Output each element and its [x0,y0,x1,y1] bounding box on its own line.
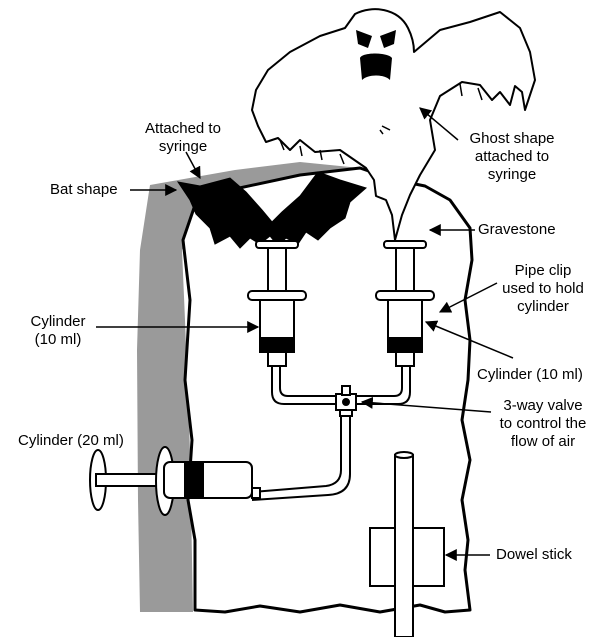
label-three-way-valve: 3-way valve to control the flow of air [490,397,596,451]
label-ghost-line-3: syringe [487,166,537,183]
label-pipe-clip-line-1: Pipe clip [514,262,572,279]
label-ghost-shape: Ghost shape attached to syringe [452,130,572,184]
left-syringe-10ml [247,240,307,367]
label-ghost-line-2: attached to [474,148,550,165]
label-ghost-line-1: Ghost shape [469,130,555,147]
label-valve-line-3: flow of air [510,433,576,450]
label-bat-text: Bat shape [50,181,118,198]
label-attached-to-syringe: Attached to syringe [138,120,228,156]
label-cylinder-right-text: Cylinder (10 ml) [477,366,583,383]
label-valve-line-2: to control the [499,415,587,432]
ghost-shape [251,8,536,241]
right-syringe-10ml [375,240,435,367]
three-way-valve [335,385,357,417]
label-pipe-clip-line-2: used to hold [502,280,584,297]
label-pipe-clip: Pipe clip used to hold cylinder [495,262,591,316]
label-cylinder-20ml-text: Cylinder (20 ml) [18,432,124,449]
label-dowel-text: Dowel stick [496,546,572,563]
label-gravestone-text: Gravestone [478,221,556,238]
label-cylinder-left-line-1: Cylinder [30,313,86,330]
ghost-face [356,30,396,135]
label-attached-line-1: Attached to [145,120,221,137]
label-attached-line-2: syringe [158,138,208,155]
label-cylinder-10ml-right: Cylinder (10 ml) [477,366,583,384]
label-gravestone: Gravestone [478,221,556,239]
label-pipe-clip-line-3: cylinder [517,298,569,315]
label-cylinder-10ml-left: Cylinder (10 ml) [20,313,96,349]
pointer-arrows [96,107,514,561]
label-cylinder-20ml: Cylinder (20 ml) [18,432,124,450]
gravestone-shadow [137,162,370,612]
dowel-stick [369,451,445,637]
label-valve-line-1: 3-way valve [503,397,583,414]
label-cylinder-left-line-2: (10 ml) [34,331,82,348]
syringe-20ml [89,446,261,516]
bat-shape [176,171,368,249]
tubing [251,366,411,501]
ghost-drips [279,83,483,165]
label-dowel-stick: Dowel stick [496,546,572,564]
label-bat-shape: Bat shape [50,181,118,199]
